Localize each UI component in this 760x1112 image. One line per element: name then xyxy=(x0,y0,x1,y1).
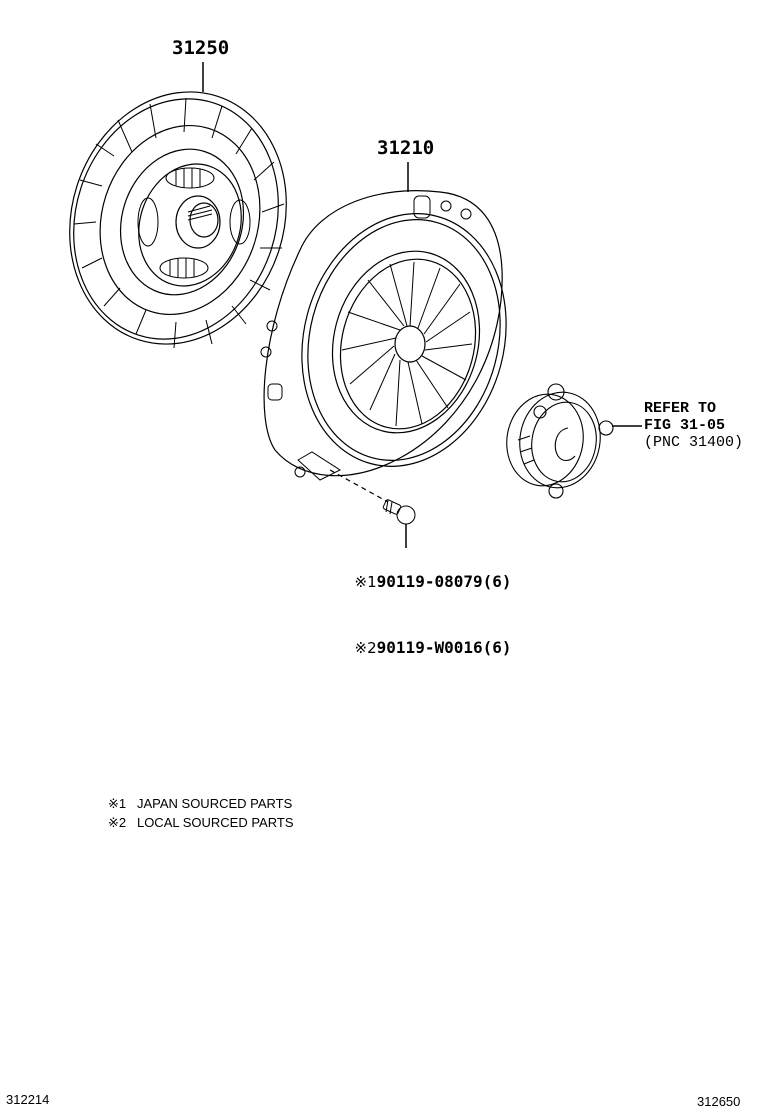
clutch-disc-drawing xyxy=(69,91,287,349)
release-bearing-drawing xyxy=(506,383,614,499)
clutch-cover-drawing xyxy=(260,190,507,481)
legend-mark: ※1 xyxy=(108,796,127,811)
bolt-dashed-path xyxy=(329,469,389,503)
bolt-drawing xyxy=(382,499,416,525)
bolt-part-list: ※190119-08079(6) ※290119-W0016(6) xyxy=(316,549,512,681)
source-mark-1: ※1 xyxy=(354,573,377,591)
figure-code-left: 312214 xyxy=(6,1092,50,1107)
reference-figure-link[interactable]: FIG 31-05 xyxy=(644,417,726,434)
bolt-part-number[interactable]: 90119-W0016 xyxy=(376,638,483,657)
legend-row: ※1 JAPAN SOURCED PARTS xyxy=(108,794,294,813)
legend-text: LOCAL SOURCED PARTS xyxy=(136,815,294,830)
reference-pnc: (PNC 31400) xyxy=(644,434,744,451)
figure-code-right: 312650 xyxy=(697,1094,741,1109)
legend-mark: ※2 xyxy=(108,815,127,830)
bolt-quantity: (6) xyxy=(482,638,512,657)
source-legend: ※1 JAPAN SOURCED PARTS ※2 LOCAL SOURCED … xyxy=(108,794,294,832)
legend-text: JAPAN SOURCED PARTS xyxy=(136,796,293,811)
bolt-part-row[interactable]: ※290119-W0016(6) xyxy=(316,615,512,681)
bolt-quantity: (6) xyxy=(482,572,512,591)
bolt-part-row[interactable]: ※190119-08079(6) xyxy=(316,549,512,615)
source-mark-2: ※2 xyxy=(354,639,377,657)
bolt-part-number[interactable]: 90119-08079 xyxy=(376,572,483,591)
reference-note: REFER TO FIG 31-05 (PNC 31400) xyxy=(644,400,743,451)
reference-line-1: REFER TO xyxy=(644,400,717,417)
legend-row: ※2 LOCAL SOURCED PARTS xyxy=(108,813,294,832)
part-number-31250[interactable]: 31250 xyxy=(172,37,230,59)
part-number-31210[interactable]: 31210 xyxy=(377,137,435,159)
